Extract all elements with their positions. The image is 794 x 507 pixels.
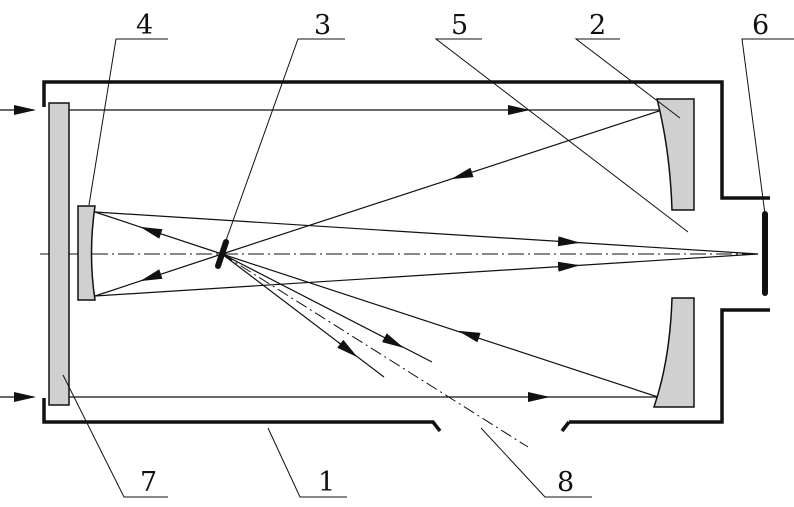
secondary-element	[215, 239, 229, 269]
incoming-rays	[0, 105, 662, 402]
tertiary-to-detector-rays	[94, 211, 759, 297]
primary-to-secondary-rays	[221, 109, 663, 398]
label-8: 8	[557, 467, 574, 498]
label-5: 5	[451, 10, 468, 41]
scattered-rays	[221, 253, 433, 378]
entrance-window	[48, 102, 70, 406]
label-4: 4	[136, 10, 153, 41]
housing-outline	[42, 80, 770, 433]
label-1: 1	[318, 467, 335, 498]
label-7: 7	[140, 467, 157, 498]
label-3: 3	[314, 10, 331, 41]
primary-mirror-lower	[652, 297, 695, 408]
primary-mirror-upper	[656, 98, 695, 211]
label-6: 6	[752, 10, 769, 41]
leader-lines	[62, 38, 794, 498]
label-2: 2	[589, 10, 606, 41]
tertiary-mirror	[77, 205, 96, 301]
dashdot-line-8	[221, 253, 529, 448]
secondary-to-tertiary-rays	[94, 211, 223, 297]
